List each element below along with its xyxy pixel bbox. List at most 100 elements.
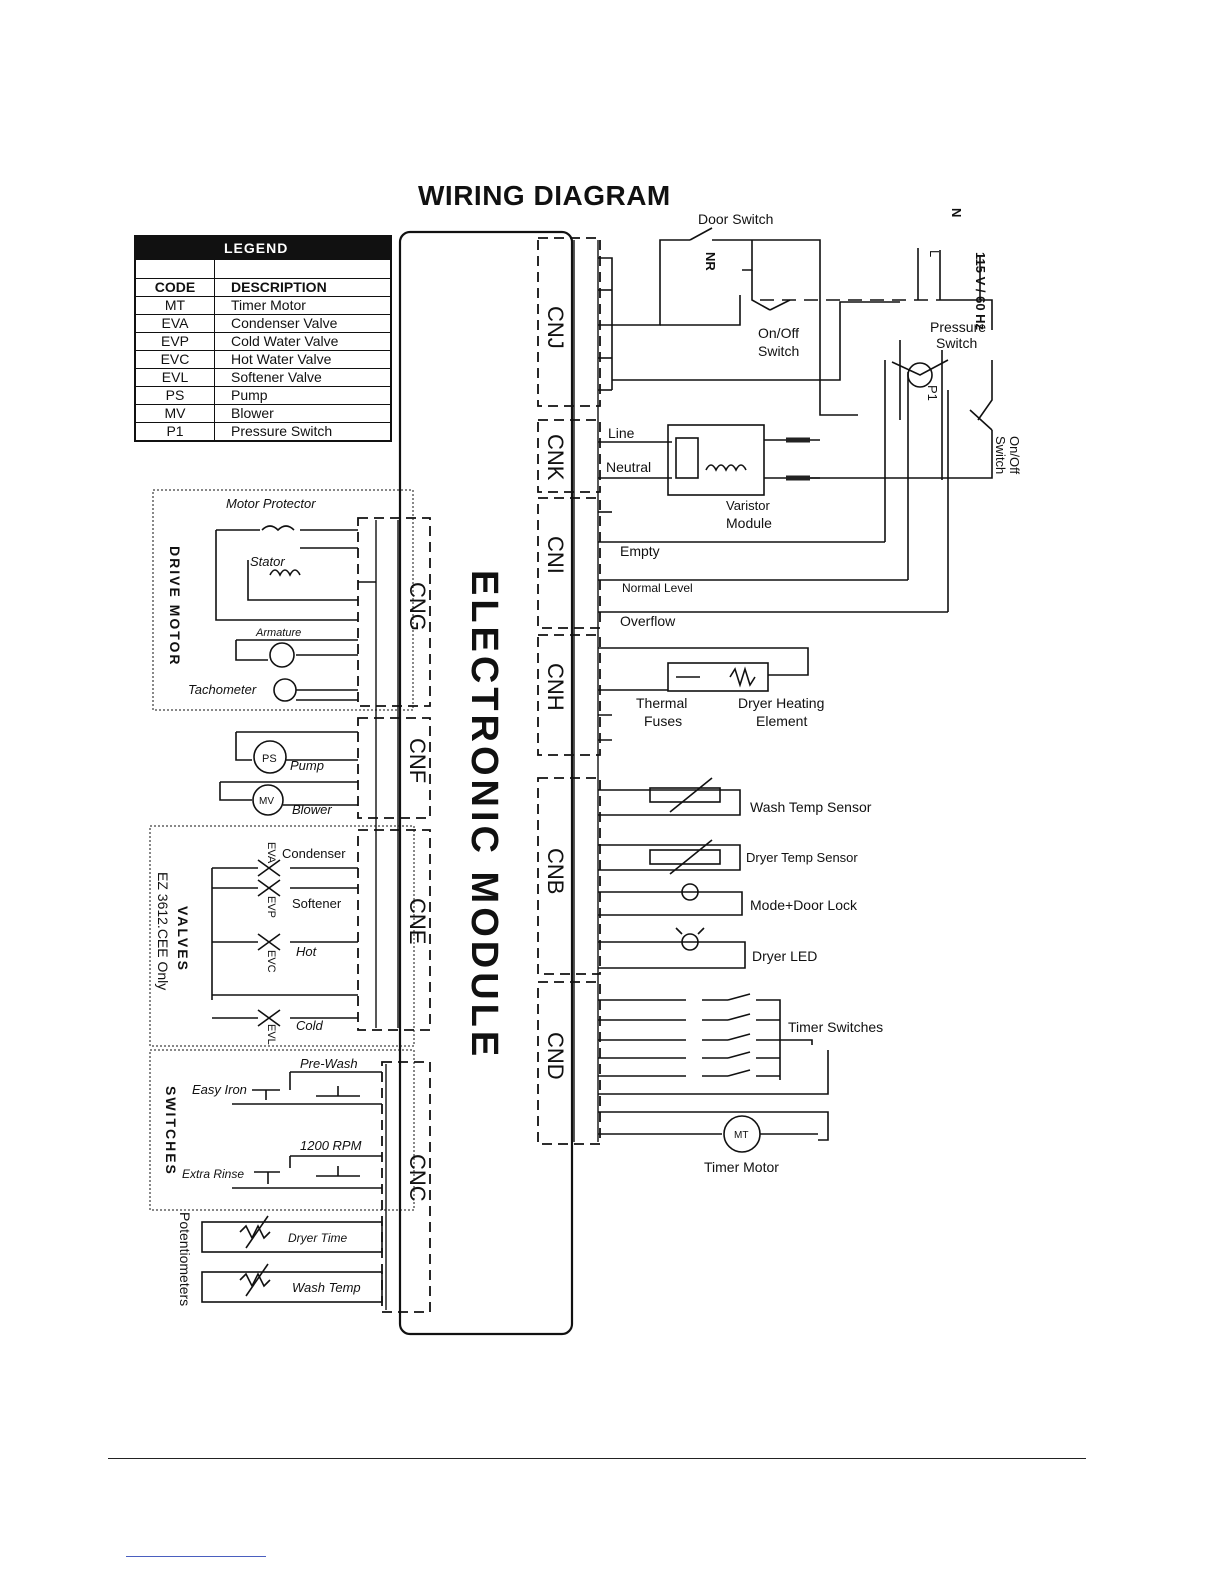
label-evl: EVL (265, 1024, 277, 1045)
left-connector-outlines (357, 517, 431, 1313)
label-softener: Softener (292, 896, 342, 911)
legend-code: EVA (134, 314, 215, 333)
group-potentiometers: Potentiometers (177, 1212, 193, 1306)
label-dryer-heating-2: Element (756, 713, 807, 729)
legend-desc: Pressure Switch (214, 422, 392, 442)
label-mt: MT (734, 1130, 748, 1141)
label-1200-rpm: 1200 RPM (300, 1138, 362, 1153)
connector-cng: CNG (405, 582, 430, 631)
group-titles: DRIVE MOTOR VALVES EZ 3612.CEE Only SWIT… (155, 546, 193, 1306)
legend-code: P1 (134, 422, 215, 442)
legend-col-description: DESCRIPTION (214, 278, 392, 297)
electronic-module-body (398, 230, 574, 1336)
group-valves-note: EZ 3612.CEE Only (155, 872, 171, 990)
label-wash-temp: Wash Temp (292, 1280, 361, 1295)
label-empty: Empty (620, 543, 660, 559)
drive-motor-wiring (152, 489, 414, 711)
label-timer-switches: Timer Switches (788, 1019, 883, 1035)
legend-desc: Cold Water Valve (214, 332, 392, 351)
label-ps: PS (262, 753, 277, 765)
label-nr: NR (703, 252, 718, 271)
legend-desc: Condenser Valve (214, 314, 392, 333)
group-switches: SWITCHES (163, 1086, 179, 1176)
label-varistor-1: Varistor (726, 498, 770, 513)
label-power-n: 115 V / 60 Hz (973, 252, 988, 331)
group-valves: VALVES (175, 906, 191, 972)
label-condenser: Condenser (282, 846, 346, 861)
label-mode-door-lock: Mode+Door Lock (750, 897, 858, 913)
label-cold: Cold (296, 1018, 324, 1033)
footer-link-underline (126, 1556, 266, 1557)
pump-blower-wiring (219, 731, 358, 816)
connector-cne: CNE (405, 898, 430, 944)
label-dryer-led: Dryer LED (752, 948, 817, 964)
group-drive-motor: DRIVE MOTOR (167, 546, 183, 667)
legend-header: LEGEND (134, 235, 392, 260)
label-timer-motor: Timer Motor (704, 1159, 779, 1175)
label-motor-protector: Motor Protector (226, 496, 316, 511)
label-easy-iron: Easy Iron (192, 1082, 247, 1097)
connector-cnf: CNF (405, 738, 430, 783)
label-mv: MV (259, 796, 274, 807)
cnd-wiring (598, 993, 829, 1153)
label-hot: Hot (296, 944, 318, 959)
label-line: Line (608, 425, 635, 441)
label-tachometer: Tachometer (188, 682, 257, 697)
label-dryer-time: Dryer Time (288, 1231, 348, 1245)
legend-desc: Blower (214, 404, 392, 423)
connector-cnc: CNC (405, 1154, 430, 1202)
label-thermal-2: Fuses (644, 713, 682, 729)
diagram-title: WIRING DIAGRAM (418, 180, 671, 211)
label-overflow: Overflow (620, 613, 676, 629)
label-dryer-heating-1: Dryer Heating (738, 695, 824, 711)
label-extra-rinse: Extra Rinse (182, 1167, 244, 1181)
label-neutral: Neutral (606, 459, 651, 475)
label-evp: EVP (265, 896, 277, 918)
label-power-l: L (927, 250, 942, 257)
label-power: N (949, 208, 964, 217)
label-p1: P1 (925, 385, 940, 401)
potentiometers-wiring (201, 1215, 383, 1303)
legend-desc: Hot Water Valve (214, 350, 392, 369)
pressure-switch-symbol (884, 340, 949, 612)
connector-cnd: CND (543, 1032, 568, 1080)
label-pressure-switch-2: Switch (936, 335, 977, 351)
legend-code: MV (134, 404, 215, 423)
right-onoff-switch-symbol (800, 360, 993, 479)
label-onoff-switch-2: Switch (758, 343, 799, 359)
label-pressure-switch-1: Pressure (930, 319, 986, 335)
label-evc: EVC (265, 950, 277, 973)
label-thermal-1: Thermal (636, 695, 687, 711)
left-labels: Motor Protector Stator Armature Tachomet… (182, 496, 362, 1295)
cnb-wiring (598, 777, 746, 969)
right-labels: Door Switch NR On/Off Switch N 115 V / 6… (606, 208, 1022, 1175)
cnh-wiring (598, 647, 809, 741)
bottom-rule (108, 1458, 1086, 1459)
label-pre-wash: Pre-Wash (300, 1056, 358, 1071)
label-eva: EVA (265, 842, 277, 864)
cni-wiring (598, 511, 948, 613)
label-onoff-switch-1: On/Off (758, 325, 799, 341)
legend-desc: Pump (214, 386, 392, 405)
connector-cnk: CNK (543, 434, 568, 481)
label-blower: Blower (292, 802, 332, 817)
cnj-wiring (598, 227, 993, 416)
label-normal-level: Normal Level (622, 581, 693, 595)
legend-col-code: CODE (134, 278, 215, 297)
valves-wiring (149, 825, 415, 1047)
connector-cnj: CNJ (543, 306, 568, 349)
label-stator: Stator (250, 554, 285, 569)
right-connector-outlines (537, 237, 601, 1145)
label-armature: Armature (255, 627, 301, 639)
label-onoff-right-1: On/Off (1007, 436, 1022, 474)
connector-labels: CNJ CNK CNI CNH CNB CND CNG CNF CNE CNC (405, 306, 568, 1202)
module-label: ELECTRONIC MODULE (463, 570, 505, 1060)
label-wash-temp-sensor: Wash Temp Sensor (750, 799, 872, 815)
switches-wiring (149, 1049, 415, 1211)
connector-cni: CNI (543, 536, 568, 574)
label-varistor-2: Module (726, 515, 772, 531)
connector-cnh: CNH (543, 663, 568, 711)
